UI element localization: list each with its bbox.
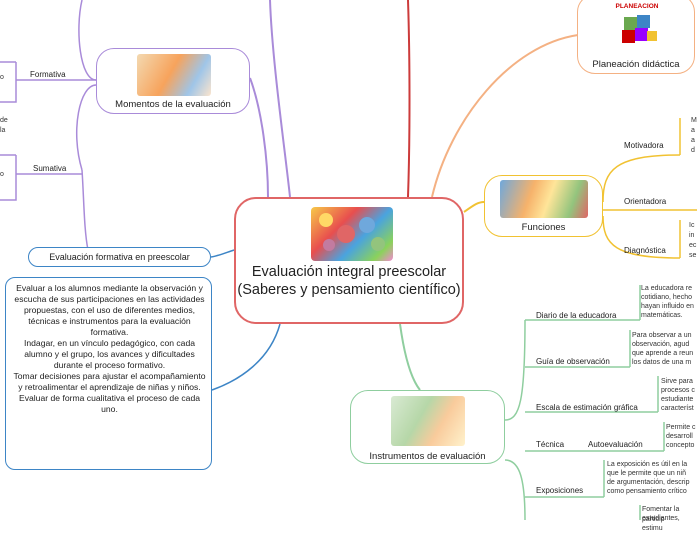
motivadora-text-4: d	[691, 147, 695, 154]
planeacion-node[interactable]: PLANEACION Planeación didáctica	[577, 0, 695, 74]
momentos-photo	[137, 54, 211, 96]
escala-desc-2: procesos c	[661, 387, 695, 394]
diagnostica-label: Diagnóstica	[624, 246, 666, 255]
formativa-label: Formativa	[30, 70, 66, 79]
instrumentos-title: Instrumentos de evaluación	[369, 451, 486, 462]
momentos-title: Momentos de la evaluación	[115, 99, 231, 110]
exposiciones-desc-1: La exposición es útil en la	[607, 461, 688, 468]
escala-label: Escala de estimación gráfica	[536, 403, 638, 412]
tecnica-desc-3: concepto	[666, 442, 695, 449]
diario-desc-3: hayan influido en	[641, 303, 694, 310]
motivadora-label: Motivadora	[624, 141, 664, 150]
instrumentos-node[interactable]: Instrumentos de evaluación	[350, 390, 505, 464]
diagnostica-text-2: in	[689, 232, 695, 239]
left-fragment-2: de	[0, 117, 8, 124]
orientadora-label: Orientadora	[624, 197, 667, 206]
descripcion-text: Evaluar a los alumnos mediante la observ…	[13, 283, 206, 414]
tecnica-label: Técnica	[536, 440, 565, 449]
planeacion-logo: PLANEACION	[614, 3, 660, 49]
diagnostica-text-1: Ic	[689, 222, 695, 229]
exposiciones-label: Exposiciones	[536, 486, 584, 495]
autoevaluacion-label: Autoevaluación	[588, 440, 643, 449]
guia-desc-1: Para observar a un	[632, 332, 692, 339]
momentos-node[interactable]: Momentos de la evaluación	[96, 48, 250, 114]
planeacion-logo-text: PLANEACION	[615, 3, 659, 10]
guia-desc-2: observación, agud	[632, 341, 690, 348]
diagnostica-text-3: ec	[689, 242, 697, 249]
connector-lines	[0, 0, 697, 520]
fomentar-desc-2: estudiantes, estimu	[642, 515, 680, 532]
funciones-title: Funciones	[521, 222, 566, 233]
exposiciones-desc-4: como pensamiento crítico	[607, 488, 687, 495]
sumativa-label: Sumativa	[33, 164, 67, 173]
motivadora-text-2: a	[691, 127, 695, 134]
guia-label: Guía de observación	[536, 357, 610, 366]
diario-desc-1: La educadora re	[641, 285, 692, 292]
formativa-preescolar-title: Evaluación formativa en preescolar	[49, 252, 190, 262]
escala-desc-1: Sirve para	[661, 378, 693, 385]
central-topic-image	[311, 207, 393, 261]
formativa-preescolar-node[interactable]: Evaluación formativa en preescolar	[28, 247, 211, 267]
escala-desc-4: característ	[661, 405, 694, 412]
funciones-photo	[500, 180, 588, 218]
motivadora-text-1: M	[691, 117, 697, 124]
left-fragment-3: la	[0, 127, 6, 134]
tecnica-desc-1: Permite c	[666, 424, 696, 431]
guia-desc-4: los datos de una m	[632, 359, 692, 366]
central-topic-title: Evaluación integral preescolar (Saberes …	[237, 264, 461, 298]
left-fragment-4: o	[0, 171, 4, 178]
exposiciones-desc-3: de argumentación, descrip	[607, 479, 690, 486]
diario-desc-2: cotidiano, hecho	[641, 294, 692, 301]
exposiciones-desc-2: que le permite que un niñ	[607, 470, 686, 477]
planeacion-title: Planeación didáctica	[592, 59, 680, 70]
left-fragment-1: o	[0, 74, 4, 81]
central-topic[interactable]: Evaluación integral preescolar (Saberes …	[234, 197, 464, 324]
diario-label: Diario de la educadora	[536, 311, 617, 320]
escala-desc-3: estudiante	[661, 396, 694, 403]
funciones-node[interactable]: Funciones	[484, 175, 603, 237]
diario-desc-4: matemáticas.	[641, 312, 683, 319]
guia-desc-3: que aprende a reun	[632, 350, 694, 357]
motivadora-text-3: a	[691, 137, 695, 144]
instrumentos-photo	[391, 396, 465, 446]
diagnostica-text-4: se	[689, 252, 697, 259]
descripcion-node[interactable]: Evaluar a los alumnos mediante la observ…	[5, 277, 212, 470]
tecnica-desc-2: desarroll	[666, 433, 693, 440]
